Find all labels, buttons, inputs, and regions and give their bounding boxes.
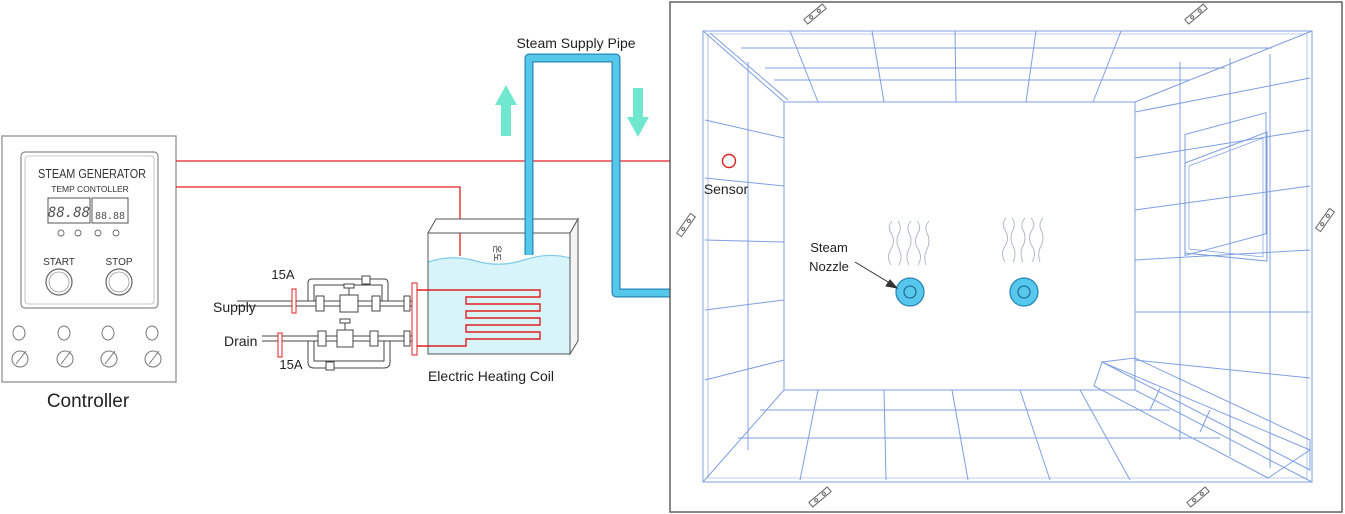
tank-water [428,255,570,354]
steam-down-arrow [627,88,649,137]
drain-label: Drain [224,333,257,349]
steam-plume-2 [1002,217,1044,263]
indicator-lamps [12,325,159,341]
controller-caption: Controller [47,391,130,412]
stop-button[interactable] [105,268,133,296]
steam-pipe-label: Steam Supply Pipe [516,35,635,51]
steam-generator-tank: 온도 Electric Heating Coil [411,217,579,384]
steam-up-arrow [495,85,517,136]
stop-button-label: STOP [105,257,132,268]
heating-coil [417,289,541,347]
controller-panel-title: STEAM GENERATOR [38,167,146,181]
steam-nozzle-1 [895,277,925,307]
tank-body [427,232,571,355]
start-button-label: START [43,257,75,268]
temperature-display-right-value: 88.88 [95,211,125,222]
steam-nozzle-2 [1009,277,1039,307]
temperature-sensor [721,153,737,169]
pipe-size-top: 15A [271,267,294,282]
steam-room [669,1,1343,513]
temperature-display-right [91,197,129,224]
nozzle-leader-arrow [854,261,899,289]
water-piping [237,275,414,371]
steam-plume-1 [888,220,930,266]
controller: STEAM GENERATOR TEMP CONTOLLER 88.88 88.… [1,135,177,412]
temperature-display-left [47,197,91,224]
display-buttons [57,229,120,237]
selector-switches[interactable] [11,350,162,368]
controller-panel-subtitle: TEMP CONTOLLER [51,184,129,194]
tank-mark: 온도 [492,245,502,262]
heating-coil-label: Electric Heating Coil [428,368,554,384]
sensor-label: Sensor [704,181,749,197]
wall-brackets [675,3,1336,508]
heater-wire [176,186,461,256]
start-button[interactable] [45,268,73,296]
nozzle-label-line1: Steam [810,240,848,255]
pipe-size-bottom: 15A [279,357,302,372]
nozzle-label-line2: Nozzle [809,259,849,274]
supply-label: Supply [213,299,256,315]
temperature-display-left-value: 88.88 [48,205,90,221]
signal-wires [176,160,722,256]
